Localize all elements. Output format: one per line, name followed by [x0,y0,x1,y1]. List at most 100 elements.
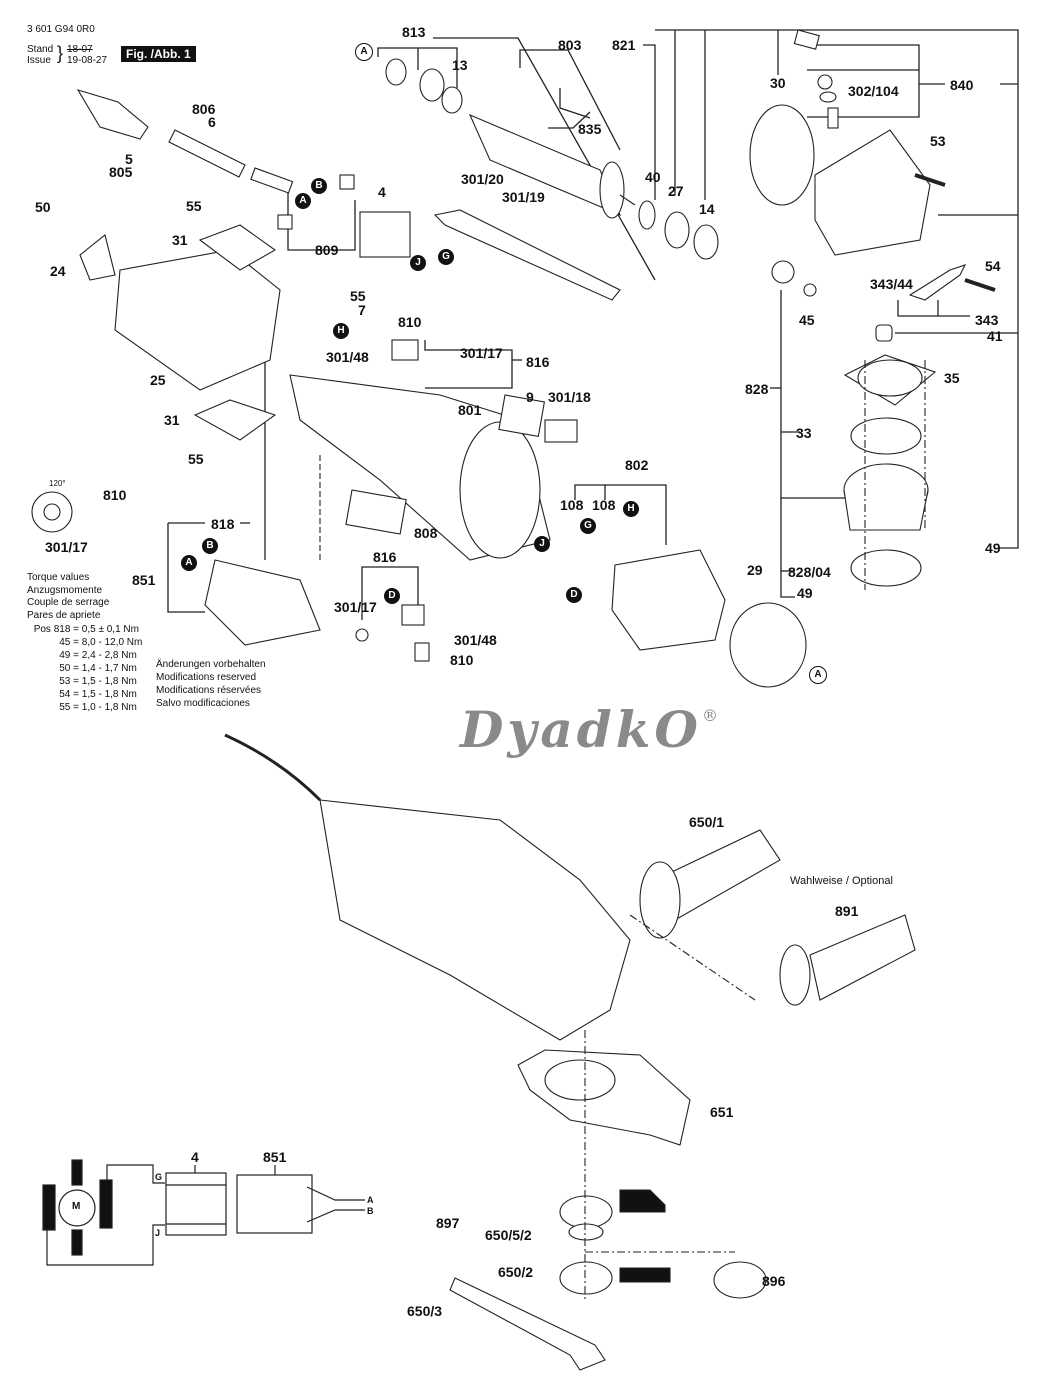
part-label: 343/44 [870,276,913,292]
output-b: B [367,1206,374,1216]
part-label: 14 [699,201,715,217]
part-label: 301/17 [45,539,88,555]
part-label: 802 [625,457,649,473]
issue-label: Issue [27,55,51,66]
part-label: 343 [975,312,999,328]
part-label: 31 [172,232,188,248]
callout-d: D [384,588,400,604]
part-label: 24 [50,263,66,279]
part-label: 302/104 [848,83,899,99]
torque-row: 50 = 1,4 - 1,7 Nm [59,663,137,674]
callout-g: G [580,518,596,534]
output-a: A [367,1195,374,1205]
part-label: 108 [560,497,584,513]
torque-row: 55 = 1,0 - 1,8 Nm [59,702,137,713]
callout-b: B [202,538,218,554]
torque-row: Pos 818 = 0,5 ± 0,1 Nm [33,624,139,635]
part-label: 13 [452,57,468,73]
part-label: 301/17 [460,345,503,361]
part-label: 651 [710,1104,734,1120]
torque-row: 54 = 1,5 - 1,8 Nm [59,689,137,700]
part-label: 828/04 [788,564,831,580]
callout-d: D [566,587,582,603]
part-label: 301/18 [548,389,591,405]
part-label: 816 [373,549,397,565]
callout-a: A [809,666,827,684]
callout-b: B [311,178,327,194]
part-label: 810 [103,487,127,503]
part-label: 53 [930,133,946,149]
part-label: 809 [315,242,339,258]
part-label: 818 [211,516,235,532]
torque-titles: Torque values Anzugsmomente Couple de se… [27,572,109,623]
part-label: 840 [950,77,974,93]
part-label: 33 [796,425,812,441]
terminal-g: G [155,1172,163,1182]
callout-j: J [534,536,550,552]
brace: } [57,43,64,63]
part-label-module-circuit: 851 [263,1149,287,1165]
part-label: 35 [944,370,960,386]
stand-date: 18-07 [67,44,93,55]
part-number: 3 601 G94 0R0 [27,24,95,35]
part-label: 27 [668,183,684,199]
part-label: 650/5/2 [485,1227,532,1243]
part-label: 50 [35,199,51,215]
part-label: 803 [558,37,582,53]
callout-j: J [410,255,426,271]
torque-title: Anzugsmomente [27,584,103,596]
callout-a: A [355,43,373,61]
part-label: 55 [350,288,366,304]
part-label: 851 [132,572,156,588]
part-label-switch-circuit: 4 [191,1149,199,1165]
part-label: 816 [526,354,550,370]
part-label: 835 [578,121,602,137]
part-label: 801 [458,402,482,418]
part-label: 650/2 [498,1264,534,1280]
part-label: 4 [378,184,386,200]
part-label: 7 [358,302,366,318]
part-label: 49 [985,540,1001,556]
part-label: 54 [985,258,1001,274]
torque-row: 53 = 1,5 - 1,8 Nm [59,676,137,687]
part-label: 805 [109,164,133,180]
part-label: 29 [747,562,763,578]
part-label: 897 [436,1215,460,1231]
issue-date: 19-08-27 [67,55,108,66]
figure-label: Fig. /Abb. 1 [121,46,196,62]
torque-row: 49 = 2,4 - 2,8 Nm [59,650,137,661]
part-label: 31 [164,412,180,428]
part-label: 301/19 [502,189,545,205]
torque-title: Couple de serrage [27,597,110,609]
part-label: 108 [592,497,616,513]
part-label: 49 [797,585,813,601]
part-label: 41 [987,328,1003,344]
part-label: 810 [450,652,474,668]
callout-a: A [181,555,197,571]
callout-h: H [333,323,349,339]
part-label: 301/48 [454,632,497,648]
torque-table: Pos 818 = 0,5 ± 0,1 Nm 45 = 8,0 - 12,0 N… [27,623,143,714]
part-label: 813 [402,24,426,40]
modifications-note: Änderungen vorbehalten Modifications res… [156,659,266,709]
part-label: 806 [192,101,216,117]
leader-lines [167,29,1019,620]
callout-a: A [295,193,311,209]
part-label: 301/17 [334,599,377,615]
part-label: 896 [762,1273,786,1289]
terminal-j: J [155,1228,161,1238]
spring-angle: 120° [49,479,66,488]
torque-title: Pares de apriete [27,610,101,622]
part-label: 810 [398,314,422,330]
callout-g: G [438,249,454,265]
part-label: 808 [414,525,438,541]
part-label: 45 [799,312,815,328]
part-label: 55 [188,451,204,467]
callout-h: H [623,501,639,517]
part-label: 301/20 [461,171,504,187]
torque-row: 45 = 8,0 - 12,0 Nm [59,637,143,648]
part-label: 828 [745,381,769,397]
part-label: 301/48 [326,349,369,365]
part-label: 821 [612,37,636,53]
